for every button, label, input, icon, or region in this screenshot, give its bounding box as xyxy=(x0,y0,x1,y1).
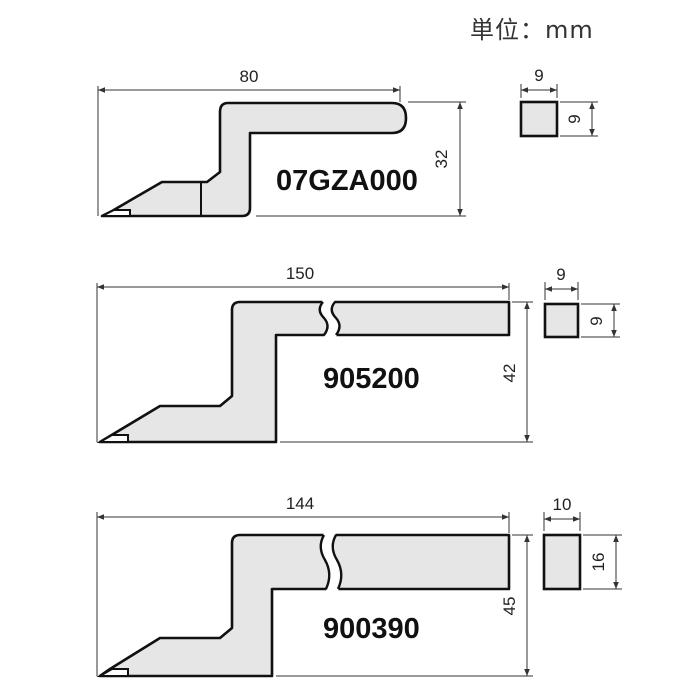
break-gap xyxy=(319,300,340,337)
cutting-tip xyxy=(96,434,129,443)
height-dimension: 32 xyxy=(432,150,451,169)
section-width: 9 xyxy=(534,66,543,85)
cutting-tip xyxy=(96,668,129,677)
break-gap xyxy=(320,533,342,591)
section-width: 10 xyxy=(553,495,572,514)
tool-body xyxy=(98,300,511,444)
unit-label: 単位：mm xyxy=(470,16,594,44)
section-height: 9 xyxy=(565,114,584,123)
part-number: 900390 xyxy=(323,613,420,645)
height-dimension: 45 xyxy=(500,597,519,616)
length-dimension: 80 xyxy=(240,67,259,86)
tool-07gza000: 80 32 07GZA000 9 9 xyxy=(97,66,598,218)
cross-section xyxy=(542,533,582,591)
height-dimension: 42 xyxy=(500,364,519,383)
break-line xyxy=(330,301,341,336)
cross-section xyxy=(543,302,580,339)
section-width: 9 xyxy=(556,265,565,284)
length-dimension: 150 xyxy=(286,264,314,283)
break-line xyxy=(318,301,329,336)
break-line xyxy=(331,534,343,590)
tool-900390: 144 45 900390 10 16 xyxy=(96,494,622,678)
cutting-tip xyxy=(101,209,131,217)
tool-body xyxy=(98,533,511,678)
cross-section xyxy=(519,100,559,138)
part-number: 905200 xyxy=(323,363,420,395)
part-number: 07GZA000 xyxy=(276,165,418,197)
tool-body xyxy=(100,101,408,218)
tool-905200: 150 42 905200 9 9 xyxy=(96,264,620,444)
length-dimension: 144 xyxy=(286,494,314,513)
section-height: 16 xyxy=(589,553,608,572)
break-line xyxy=(319,534,331,590)
section-height: 9 xyxy=(587,316,606,325)
